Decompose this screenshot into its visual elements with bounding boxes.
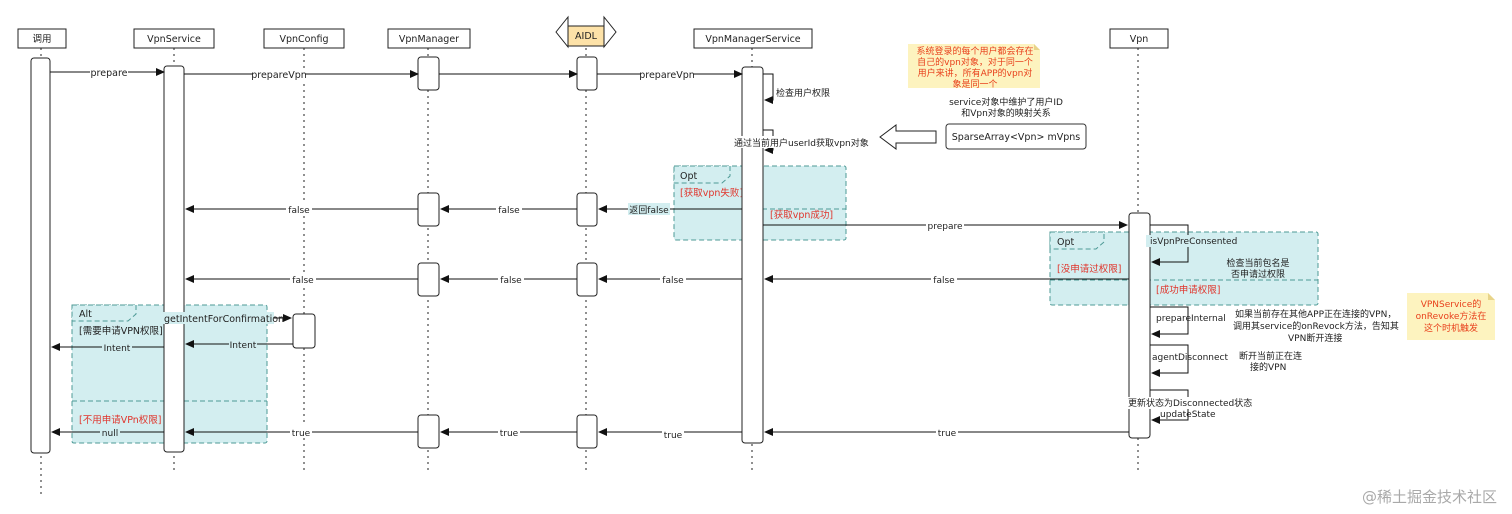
svg-text:否申请过权限: 否申请过权限 (1231, 268, 1285, 280)
participant-vpnmanager: VpnManager (387, 28, 471, 49)
svg-text:VpnConfig: VpnConfig (279, 34, 328, 45)
sticky-note-right: VPNService的 onRevoke方法在 这个时机触发 (1407, 293, 1495, 340)
msg-true-3: true (500, 429, 519, 439)
msg-updatestate: updateState (1160, 410, 1216, 420)
svg-text:AIDL: AIDL (575, 31, 598, 42)
svg-text:用户来讲，所有APP的vpn对: 用户来讲，所有APP的vpn对 (918, 67, 1033, 79)
msg-prepare-1: prepare (91, 68, 128, 79)
msg-preparevpn-1: prepareVpn (251, 70, 307, 81)
alt-guard-noneed: [不用申请VPn权限] (79, 414, 162, 426)
msg-prepare-2: prepare (927, 222, 962, 232)
participant-vpnconfig: VpnConfig (263, 28, 345, 49)
svg-text:检查当前包名是: 检查当前包名是 (1226, 257, 1289, 269)
opt-label-1: Opt (680, 171, 698, 182)
svg-text:断开当前正在连: 断开当前正在连 (1239, 350, 1302, 362)
svg-text:象是同一个: 象是同一个 (952, 78, 997, 90)
sparse-array-box: SparseArray<Vpn> mVpns (945, 123, 1087, 150)
svg-text:service对象中维护了用户ID: service对象中维护了用户ID (949, 96, 1063, 108)
msg-false-6: false (292, 276, 314, 286)
service-map-note: service对象中维护了用户ID 和Vpn对象的映射关系 (949, 96, 1063, 119)
msg-getintentforconfirmation: getIntentForConfirmation (164, 314, 284, 325)
svg-text:和Vpn对象的映射关系: 和Vpn对象的映射关系 (961, 107, 1051, 119)
participant-vpn: Vpn (1109, 28, 1169, 49)
msg-isvpnpreconsented: isVpnPreConsented (1150, 237, 1237, 247)
msg-true-2: true (664, 431, 683, 441)
svg-text:Vpn: Vpn (1130, 34, 1149, 45)
opt-fragment-2: Opt [没申请过权限] [成功申请权限] (1049, 231, 1319, 306)
participant-caller: 调用 (17, 28, 67, 49)
msg-true-1: true (938, 429, 957, 439)
msg-intent-2: Intent (104, 344, 131, 354)
svg-text:VpnManagerService: VpnManagerService (705, 34, 800, 45)
revoke-info-note: 如果当前存在其他APP正在连接的VPN， 调用其service的onRevock… (1233, 308, 1399, 344)
opt-label-2: Opt (1057, 237, 1075, 248)
hollow-arrow-left (879, 124, 937, 150)
alt-guard-need: [需要申请VPN权限] (79, 325, 163, 337)
participant-aidl: AIDL (555, 15, 617, 49)
opt2-guard-success: [成功申请权限] (1156, 284, 1220, 296)
message-labels: prepare prepareVpn prepareVpn 检查用户权限 通过当… (90, 66, 1252, 441)
svg-text:这个时机触发: 这个时机触发 (1424, 322, 1478, 334)
msg-preparevpn-2: prepareVpn (639, 70, 695, 81)
svg-text:自己的vpn对象，对于同一个: 自己的vpn对象，对于同一个 (917, 56, 1033, 68)
msg-prepareinternal: prepareInternal (1156, 314, 1226, 324)
sticky-note-top: 系统登录的每个用户都会存在 自己的vpn对象，对于同一个 用户来讲，所有APP的… (908, 44, 1040, 90)
svg-text:接的VPN: 接的VPN (1250, 361, 1286, 373)
msg-update-state-cn: 更新状态为Disconnected状态 (1128, 397, 1252, 409)
svg-text:SparseArray<Vpn> mVpns: SparseArray<Vpn> mVpns (952, 132, 1080, 143)
msg-agentdisconnect: agentDisconnect (1152, 353, 1228, 363)
opt1-guard-success: [获取vpn成功] (770, 209, 833, 221)
msg-null: null (102, 429, 118, 439)
msg-true-4: true (292, 429, 311, 439)
participant-vpnmanagerservice: VpnManagerService (693, 28, 813, 49)
msg-return-false: 返回false (629, 204, 669, 216)
msg-false-5: false (500, 276, 522, 286)
msg-intent-1: Intent (230, 341, 257, 351)
svg-text:VpnManager: VpnManager (399, 34, 459, 45)
svg-text:VPNService的: VPNService的 (1421, 298, 1482, 310)
disconnect-info-note: 断开当前正在连 接的VPN (1239, 350, 1302, 373)
activation-bars (30, 56, 1151, 454)
msg-get-vpn-object: 通过当前用户userId获取vpn对象 (734, 137, 869, 149)
alt-label: Alt (79, 309, 92, 320)
opt2-guard-none: [没申请过权限] (1057, 263, 1121, 275)
msg-false-2: false (288, 206, 310, 216)
svg-text:调用其service的onRevock方法，告知其: 调用其service的onRevock方法，告知其 (1233, 320, 1399, 332)
msg-false-4: false (662, 276, 684, 286)
svg-text:VPN断开连接: VPN断开连接 (1288, 332, 1342, 344)
svg-text:系统登录的每个用户都会存在: 系统登录的每个用户都会存在 (916, 45, 1033, 57)
participant-vpnservice: VpnService (133, 28, 215, 49)
msg-check-permission: 检查用户权限 (776, 87, 830, 99)
svg-text:onRevoke方法在: onRevoke方法在 (1416, 310, 1487, 322)
check-package-note: 检查当前包名是 否申请过权限 (1226, 257, 1289, 280)
svg-text:调用: 调用 (32, 34, 51, 45)
msg-false-3: false (933, 276, 955, 286)
watermark: @稀土掘金技术社区 (1362, 488, 1497, 506)
svg-text:VpnService: VpnService (147, 34, 201, 45)
msg-false-1: false (498, 206, 520, 216)
opt1-guard-fail: [获取vpn失败] (680, 187, 743, 199)
svg-text:如果当前存在其他APP正在连接的VPN，: 如果当前存在其他APP正在连接的VPN， (1235, 308, 1396, 320)
